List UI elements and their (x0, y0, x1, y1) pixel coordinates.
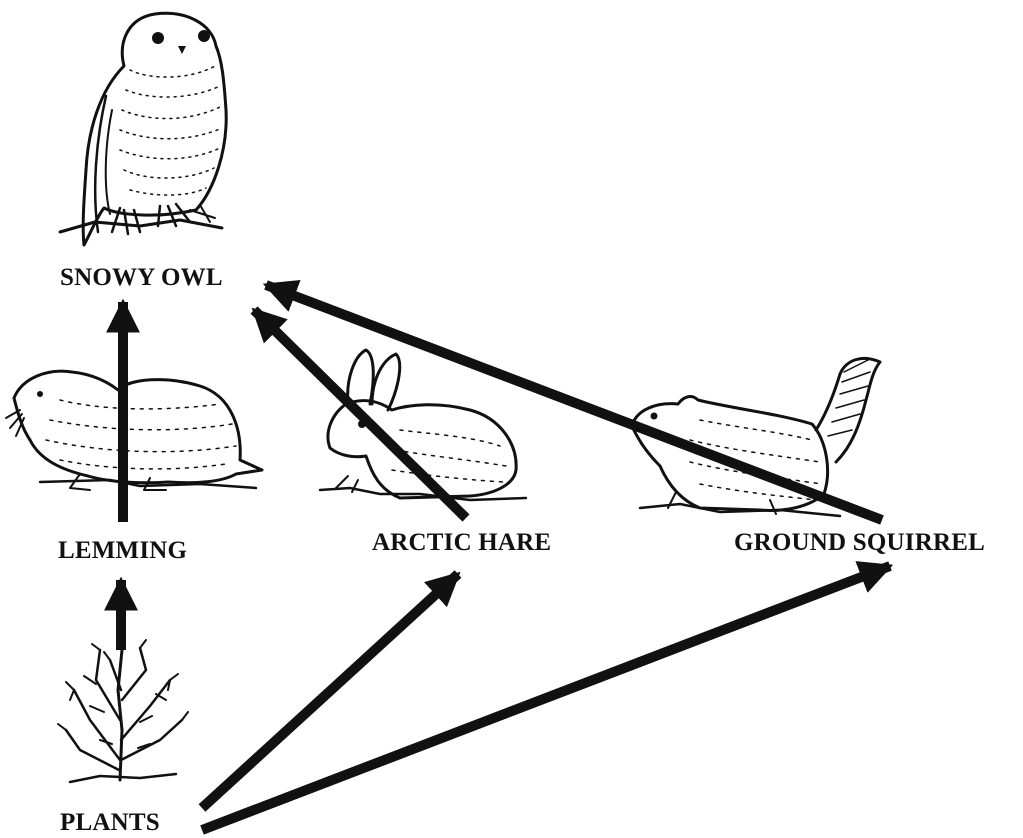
label-snowy-owl: SNOWY OWL (60, 264, 223, 292)
lemming-icon (6, 371, 262, 490)
owl-icon (60, 13, 226, 245)
plant-icon (58, 640, 188, 782)
arrow-plants-to-squirrel (202, 566, 890, 830)
label-ground-squirrel: GROUND SQUIRREL (734, 529, 985, 557)
label-lemming: LEMMING (58, 537, 187, 565)
arrow-hare-to-owl (254, 310, 466, 518)
arrow-squirrel-to-owl (266, 285, 882, 520)
label-plants: PLANTS (60, 809, 160, 837)
label-arctic-hare: ARCTIC HARE (372, 529, 551, 557)
arrow-plants-to-hare (202, 574, 458, 808)
energy-flow-arrows (121, 285, 890, 830)
